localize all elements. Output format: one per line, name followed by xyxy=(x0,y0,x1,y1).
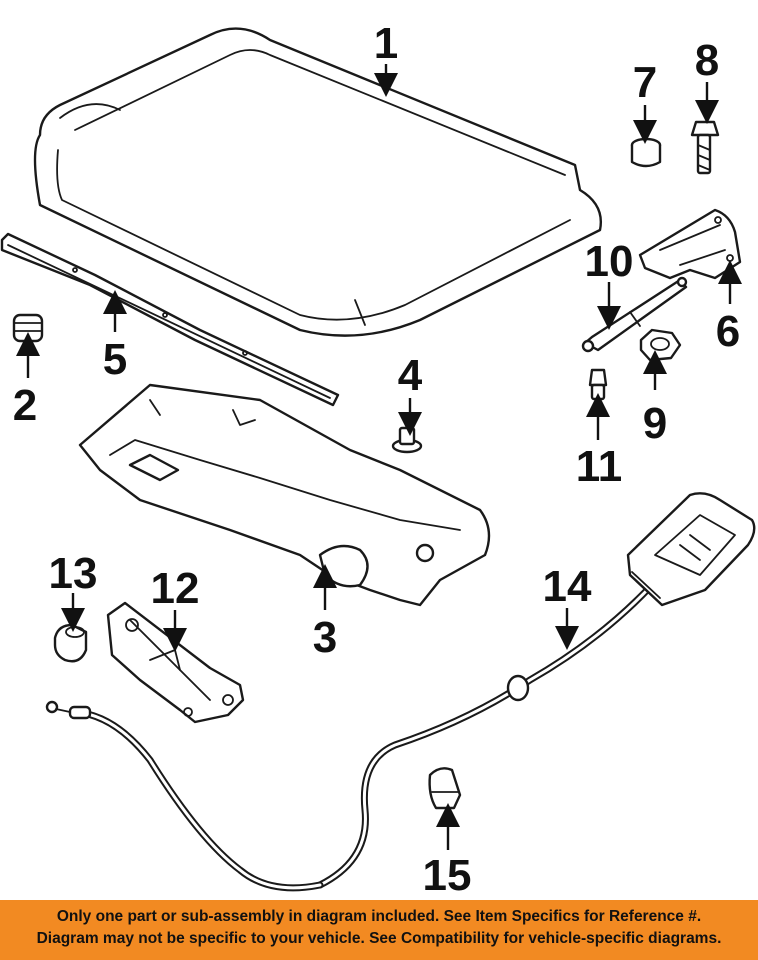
part-14-release-cable xyxy=(45,492,756,892)
callout-5: 5 xyxy=(103,335,127,384)
callout-labels: 1 2 3 4 5 6 7 8 9 10 11 12 13 14 15 xyxy=(13,19,740,900)
part-2-bumper xyxy=(12,313,44,343)
part-9-nut xyxy=(639,328,682,362)
part-10-support-strut xyxy=(581,276,688,353)
part-8-bolt xyxy=(690,120,720,175)
part-3-insulator xyxy=(78,383,491,607)
part-1-hood-panel xyxy=(33,27,602,337)
callout-3: 3 xyxy=(313,613,337,662)
leader-arrows xyxy=(16,64,742,850)
callout-4: 4 xyxy=(398,351,423,400)
part-7-cap xyxy=(630,137,662,168)
callout-1: 1 xyxy=(374,19,398,68)
callout-14: 14 xyxy=(543,562,592,611)
callout-8: 8 xyxy=(695,36,719,85)
callout-13: 13 xyxy=(49,549,98,598)
disclaimer-banner: Only one part or sub-assembly in diagram… xyxy=(0,900,758,960)
part-6-hinge xyxy=(638,208,742,280)
callout-6: 6 xyxy=(716,307,740,356)
callout-11: 11 xyxy=(576,442,623,491)
part-13-bumper xyxy=(53,623,88,663)
part-4-retainer xyxy=(391,426,423,454)
callout-10: 10 xyxy=(585,237,634,286)
part-11-ball-stud xyxy=(588,368,608,401)
callout-15: 15 xyxy=(423,851,472,900)
disclaimer-line-1: Only one part or sub-assembly in diagram… xyxy=(56,908,702,925)
part-15-cable-clip xyxy=(428,767,462,810)
callout-7: 7 xyxy=(633,58,657,107)
disclaimer-line-2: Diagram may not be specific to your vehi… xyxy=(36,930,722,947)
part-5-weatherstrip xyxy=(0,232,340,407)
callout-2: 2 xyxy=(13,381,37,430)
callout-12: 12 xyxy=(151,564,200,613)
hood-parts-diagram: 1 2 3 4 5 6 7 8 9 10 11 12 13 14 15 xyxy=(0,19,756,900)
callout-9: 9 xyxy=(643,399,667,448)
